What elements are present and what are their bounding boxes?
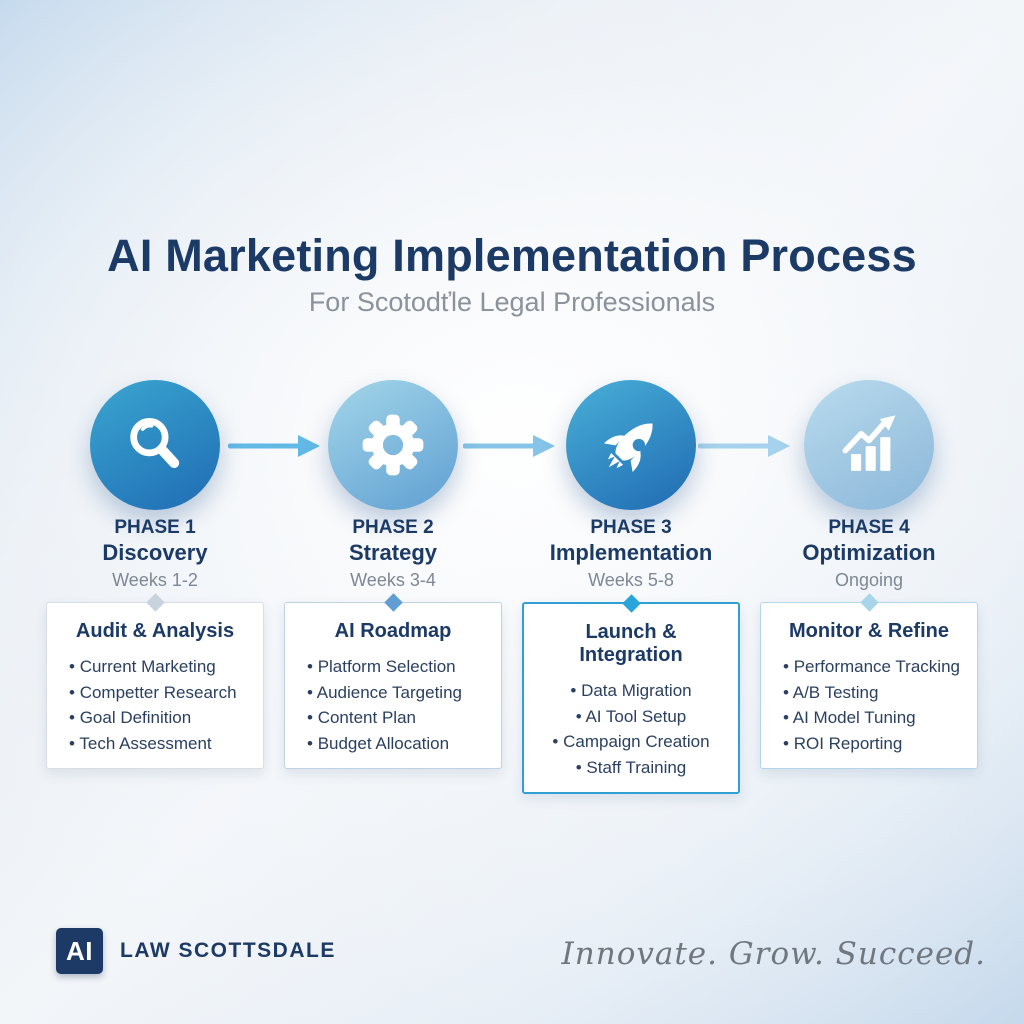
flow-arrow bbox=[463, 435, 555, 457]
card-item: Tech Assessment bbox=[69, 731, 251, 757]
card-title: Launch & Integration bbox=[579, 621, 683, 666]
phase-column-optimization: PHASE 4 Optimization Ongoing Monitor & R… bbox=[760, 380, 978, 794]
phase-column-implementation: PHASE 3 Implementation Weeks 5-8 Launch … bbox=[522, 380, 740, 794]
phase-kicker: PHASE 3 bbox=[590, 517, 672, 538]
rocket-icon bbox=[603, 423, 653, 473]
footer-brand: AI LAW SCOTTSDALE bbox=[56, 928, 336, 974]
card-item: Goal Definition bbox=[69, 705, 251, 731]
card-item: Campaign Creation bbox=[536, 729, 726, 755]
phase-card-monitor-refine: Monitor & Refine Performance Tracking A/… bbox=[760, 593, 978, 769]
phase-kicker: PHASE 4 bbox=[828, 517, 910, 538]
phase-card-launch-integration: Launch & Integration Data Migration AI T… bbox=[522, 594, 740, 794]
card-item-list: Current Marketing Competter Research Goa… bbox=[59, 654, 251, 756]
card-item: Audience Targeting bbox=[307, 680, 489, 706]
card-item: Content Plan bbox=[307, 705, 489, 731]
card-item-list: Performance Tracking A/B Testing AI Mode… bbox=[773, 654, 965, 756]
phase-name: Strategy bbox=[348, 539, 438, 565]
gear-icon bbox=[362, 414, 424, 476]
phase-kicker: PHASE 2 bbox=[352, 517, 434, 538]
card-item: AI Model Tuning bbox=[783, 705, 965, 731]
magnifier-icon bbox=[130, 418, 180, 469]
brand-name: LAW SCOTTSDALE bbox=[120, 939, 336, 962]
phase-labels: PHASE 4 Optimization Ongoing bbox=[802, 516, 935, 602]
page-subtitle: For Scotodťle Legal Professionals bbox=[308, 287, 716, 317]
card-item: Staff Training bbox=[536, 755, 726, 781]
phase-labels: PHASE 1 Discovery Weeks 1-2 bbox=[102, 516, 207, 602]
card-item: ROI Reporting bbox=[783, 731, 965, 757]
phase-duration: Weeks 1-2 bbox=[112, 570, 198, 591]
phase-name: Optimization bbox=[802, 539, 936, 565]
flow-arrow bbox=[228, 435, 320, 457]
card-item: A/B Testing bbox=[783, 680, 965, 706]
phase-name: Implementation bbox=[549, 539, 713, 565]
phase-circle bbox=[90, 380, 220, 510]
page-title: AI Marketing Implementation Process bbox=[107, 230, 917, 281]
card-item: AI Tool Setup bbox=[536, 704, 726, 730]
phase-card-ai-roadmap: AI Roadmap Platform Selection Audience T… bbox=[284, 593, 502, 769]
phase-circle bbox=[804, 380, 934, 510]
phase-card-audit-analysis: Audit & Analysis Current Marketing Compe… bbox=[46, 593, 264, 769]
phase-column-discovery: PHASE 1 Discovery Weeks 1-2 Audit & Anal… bbox=[46, 380, 264, 794]
card-item-list: Platform Selection Audience Targeting Co… bbox=[297, 654, 489, 756]
header: AI Marketing Implementation Process For … bbox=[0, 230, 1024, 318]
phases-row: PHASE 1 Discovery Weeks 1-2 Audit & Anal… bbox=[0, 380, 1024, 794]
phase-duration: Weeks 3-4 bbox=[350, 570, 436, 591]
phase-duration: Ongoing bbox=[834, 570, 904, 591]
phase-name: Discovery bbox=[102, 539, 208, 565]
card-item: Performance Tracking bbox=[783, 654, 965, 680]
card-item: Budget Allocation bbox=[307, 731, 489, 757]
card-item: Platform Selection bbox=[307, 654, 489, 680]
card-title: AI Roadmap bbox=[334, 620, 452, 642]
phase-column-strategy: PHASE 2 Strategy Weeks 3-4 AI Roadmap Pl… bbox=[284, 380, 502, 794]
card-title: Audit & Analysis bbox=[75, 620, 235, 642]
phase-kicker: PHASE 1 bbox=[114, 517, 196, 538]
tagline: Innovate. Grow. Succeed. bbox=[561, 936, 986, 972]
phase-labels: PHASE 2 Strategy Weeks 3-4 bbox=[349, 516, 437, 602]
phase-duration: Weeks 5-8 bbox=[588, 570, 674, 591]
chart-growth-icon bbox=[842, 415, 896, 471]
ai-logo: AI bbox=[56, 928, 103, 974]
phase-circle bbox=[328, 380, 458, 510]
card-item: Data Migration bbox=[536, 678, 726, 704]
phase-circle bbox=[566, 380, 696, 510]
card-item-list: Data Migration AI Tool Setup Campaign Cr… bbox=[536, 678, 726, 780]
flow-arrow bbox=[698, 435, 790, 457]
phase-labels: PHASE 3 Implementation Weeks 5-8 bbox=[550, 516, 713, 602]
card-item: Competter Research bbox=[69, 680, 251, 706]
card-item: Current Marketing bbox=[69, 654, 251, 680]
card-title: Monitor & Refine bbox=[789, 620, 949, 642]
